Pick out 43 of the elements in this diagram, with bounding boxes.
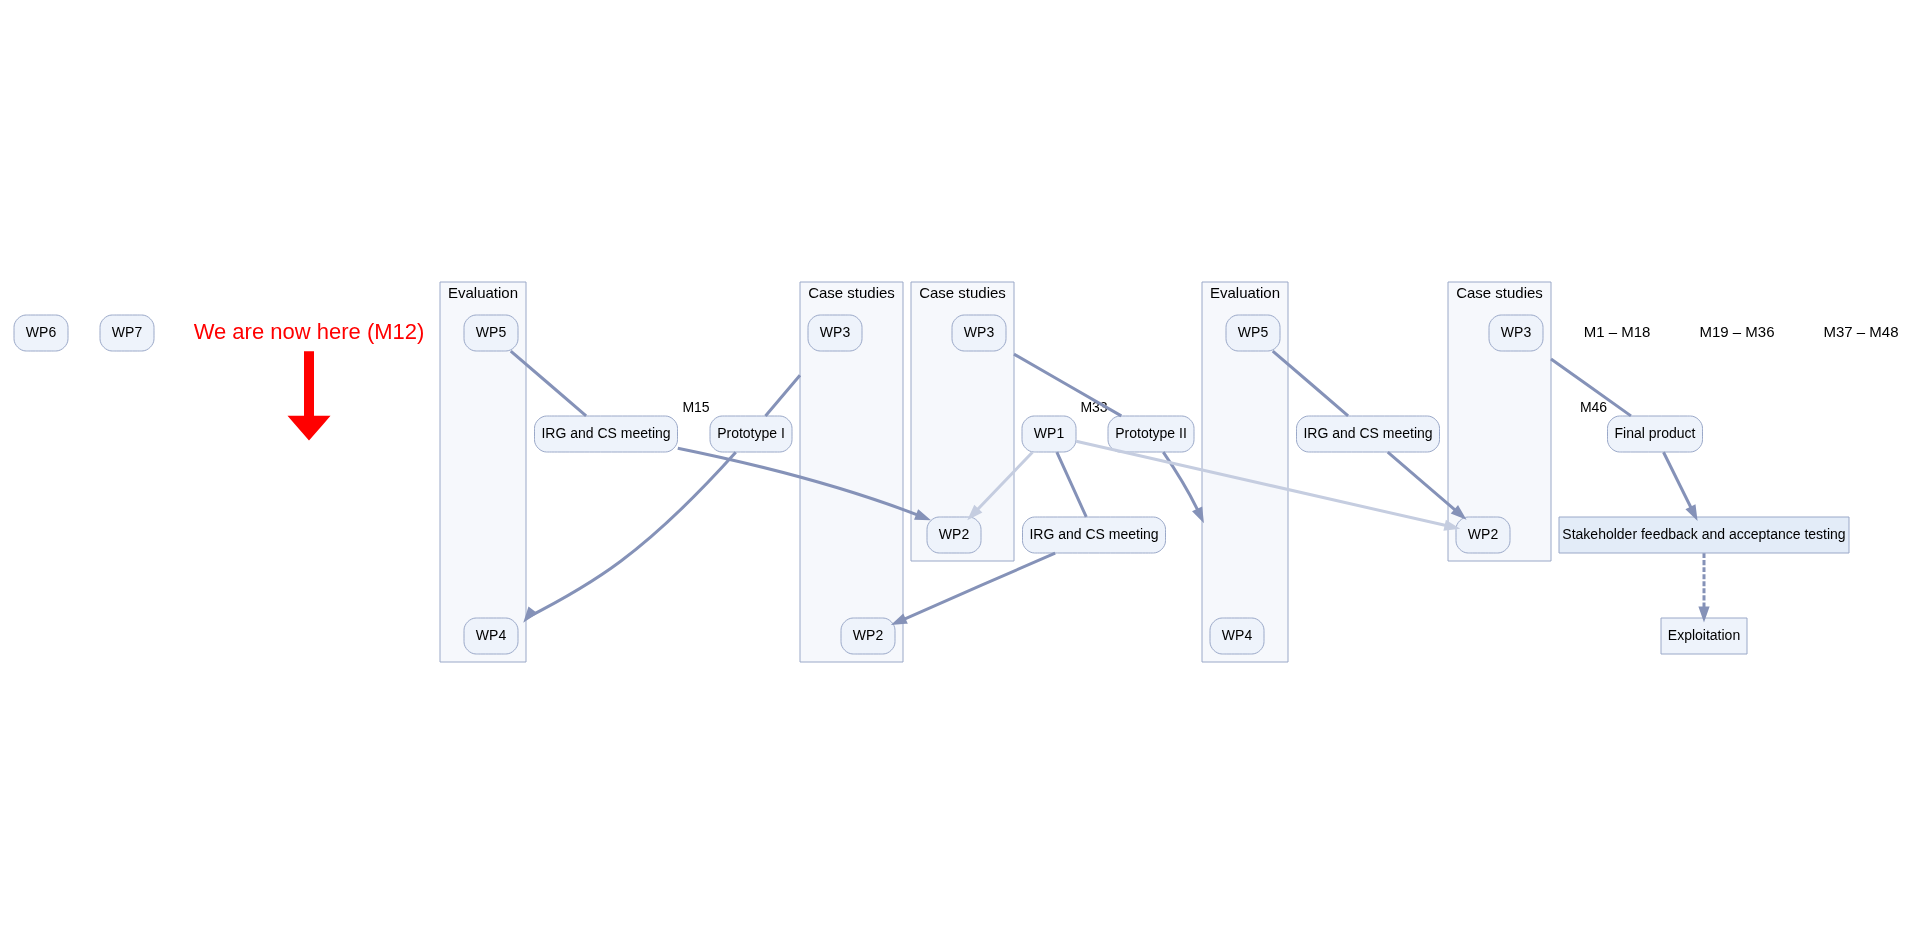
node-label: M46 xyxy=(1579,398,1608,415)
node-box: WP4 xyxy=(1209,617,1265,654)
node-box: WP3 xyxy=(1488,314,1544,351)
arrow xyxy=(1386,450,1467,520)
arrow xyxy=(287,350,331,440)
node-box: WP5 xyxy=(463,314,519,351)
node-box: IRG and CS meeting xyxy=(534,415,678,452)
label: M37 – M48 xyxy=(1823,322,1899,339)
node-label: M15 xyxy=(682,398,710,415)
arrow xyxy=(1698,552,1710,622)
node-box: WP6 xyxy=(13,314,69,351)
node-box: WP1 xyxy=(1021,415,1077,452)
node-box: Exploitation xyxy=(1660,617,1748,654)
node-text: We are now here (M12) xyxy=(193,318,425,344)
node-box: WP7 xyxy=(99,314,155,351)
label: M19 – M36 xyxy=(1699,322,1775,339)
connector xyxy=(509,349,588,417)
arrow xyxy=(1075,439,1461,531)
node-box: Stakeholder feedback and acceptance testing xyxy=(1558,516,1850,553)
arrow xyxy=(1162,450,1204,523)
arrow xyxy=(677,446,931,520)
node-box: WP4 xyxy=(463,617,519,654)
node-box: IRG and CS meeting xyxy=(1022,516,1166,553)
node-box: Prototype I xyxy=(709,415,793,452)
arrow xyxy=(890,551,1056,625)
arrow xyxy=(1662,451,1698,521)
connector xyxy=(1013,352,1123,417)
node-box: Final product xyxy=(1607,415,1703,452)
arrow xyxy=(523,450,737,623)
node-box: IRG and CS meeting xyxy=(1296,415,1440,452)
node-box: WP3 xyxy=(951,314,1007,351)
connector xyxy=(764,373,802,417)
connector xyxy=(1550,357,1632,417)
connector xyxy=(1055,451,1088,518)
node-box: WP2 xyxy=(840,617,896,654)
node-box: WP3 xyxy=(807,314,863,351)
node-box: Prototype II xyxy=(1107,415,1195,452)
label: M1 – M18 xyxy=(1583,322,1651,339)
node-box: WP2 xyxy=(1455,516,1511,553)
node-box: WP5 xyxy=(1225,314,1281,351)
node-box: WP2 xyxy=(926,516,982,553)
connector xyxy=(1271,349,1350,417)
arrow xyxy=(967,450,1034,520)
